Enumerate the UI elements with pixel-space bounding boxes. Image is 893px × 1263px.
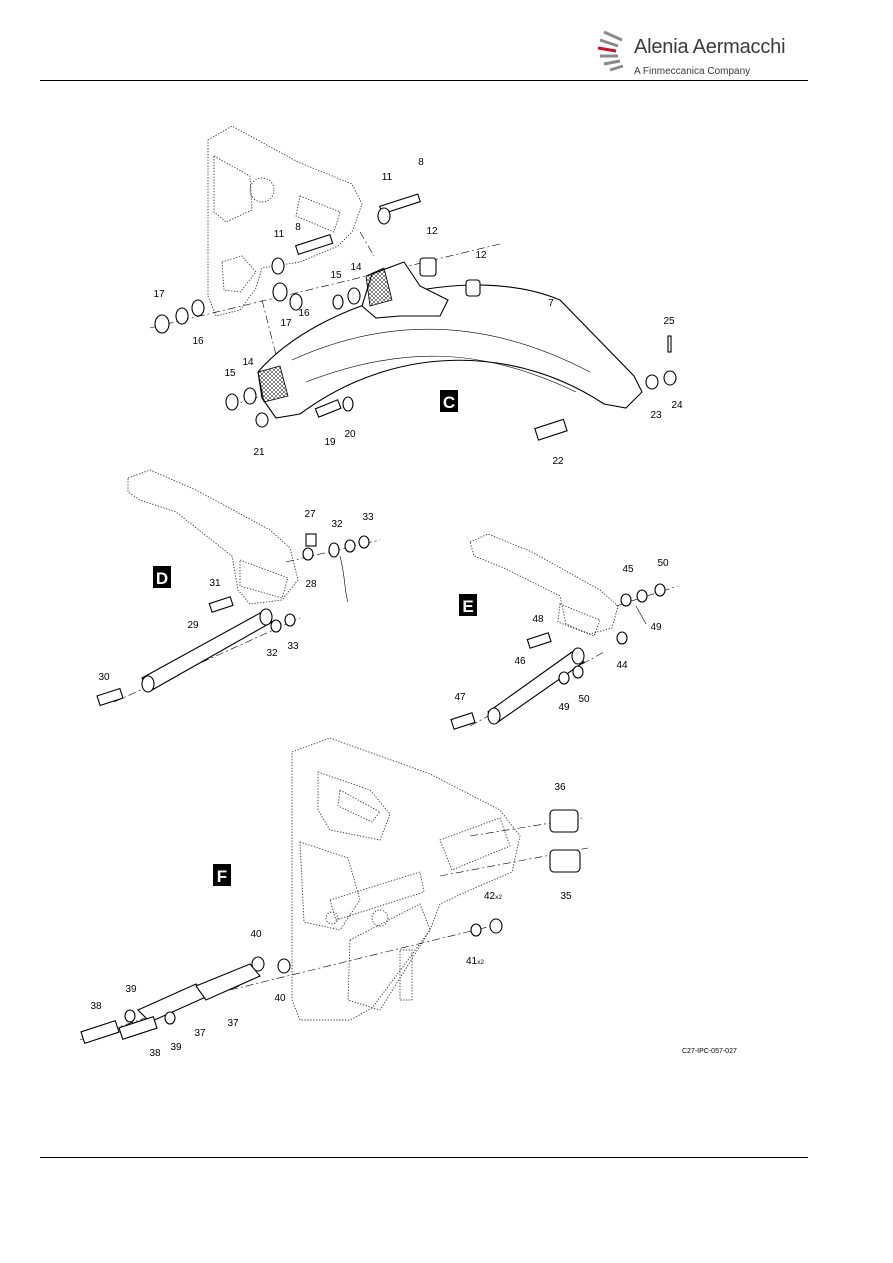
callout: 17: [153, 289, 165, 300]
callout: 39: [125, 984, 137, 995]
callouts-view-e: 45 50 48 49 44 46 49 50 47: [454, 558, 669, 713]
callout: 15: [224, 368, 236, 379]
callout: 32: [266, 648, 278, 659]
callout: 35: [560, 891, 572, 902]
callout: 20: [344, 429, 356, 440]
callout: 40: [250, 929, 262, 940]
callout: 40: [274, 993, 286, 1004]
callout: 29: [187, 620, 199, 631]
callout: 24: [671, 400, 683, 411]
view-c-assembly: [149, 125, 677, 441]
callout: 8: [418, 157, 424, 168]
view-label-c: C: [440, 390, 458, 412]
logo-mark-icon: [597, 30, 624, 72]
svg-text:C: C: [443, 393, 455, 412]
callout: 14: [350, 262, 362, 273]
logo-name: Alenia Aermacchi: [634, 36, 786, 58]
callout: 33: [287, 641, 299, 652]
callout: 25: [663, 316, 675, 327]
view-e-assembly: [450, 533, 679, 730]
header-rule: [40, 80, 808, 81]
callout: 28: [305, 579, 317, 590]
callout: 11: [382, 172, 393, 183]
callout: 19: [324, 437, 336, 448]
callout: 11: [274, 229, 285, 240]
callout: 21: [253, 447, 265, 458]
callout: 49: [650, 622, 662, 633]
view-label-d: D: [153, 566, 171, 588]
callout: 38: [90, 1001, 102, 1012]
callout: 33: [362, 512, 374, 523]
callout: 37: [194, 1028, 206, 1039]
callout: 12: [475, 250, 487, 261]
logo-subtitle: A Finmeccanica Company: [634, 66, 751, 77]
callout: 17: [280, 318, 292, 329]
figure-reference: C27-IPC-057-027: [682, 1048, 737, 1055]
callout: 30: [98, 672, 110, 683]
view-label-e: E: [459, 594, 477, 616]
view-f-assembly: [79, 737, 589, 1044]
callouts-view-c: 8 11 8 11 12 12 15 14 7 17 16 17 16 25 1…: [153, 157, 683, 467]
callout: 47: [454, 692, 466, 703]
company-logo: Alenia Aermacchi A Finmeccanica Company: [596, 24, 796, 82]
callout: 49: [558, 702, 570, 713]
callout: 45: [622, 564, 634, 575]
callout: 36: [554, 782, 566, 793]
svg-text:F: F: [217, 867, 227, 886]
callout: 27: [304, 509, 316, 520]
callouts-view-d: 27 32 33 31 28 29 32 33 30: [98, 509, 374, 683]
callout: 48: [532, 614, 544, 625]
callout: 46: [514, 656, 526, 667]
svg-text:D: D: [156, 569, 168, 588]
callout: 7: [548, 298, 554, 309]
callout: 37: [227, 1018, 239, 1029]
callout: 42x2: [484, 891, 502, 902]
view-d-assembly: [96, 469, 381, 707]
svg-text:E: E: [462, 597, 473, 616]
callout: 31: [209, 578, 221, 589]
callout: 16: [298, 308, 310, 319]
callout: 14: [242, 357, 254, 368]
callout: 50: [657, 558, 669, 569]
callout: 32: [331, 519, 343, 530]
callout: 23: [650, 410, 662, 421]
callout: 41x2: [466, 956, 484, 967]
callout: 39: [170, 1042, 182, 1053]
callout: 38: [149, 1048, 161, 1059]
callout: 16: [192, 336, 204, 347]
callout: 12: [426, 226, 438, 237]
callout: 50: [578, 694, 590, 705]
callouts-view-f: 36 35 42x2 41x2 40 40 39 38 37 37 38 39: [90, 782, 572, 1059]
callout: 22: [552, 456, 564, 467]
callout: 8: [295, 222, 301, 233]
footer-rule: [40, 1157, 808, 1158]
view-label-f: F: [213, 864, 231, 886]
callout: 15: [330, 270, 342, 281]
callout: 44: [616, 660, 628, 671]
